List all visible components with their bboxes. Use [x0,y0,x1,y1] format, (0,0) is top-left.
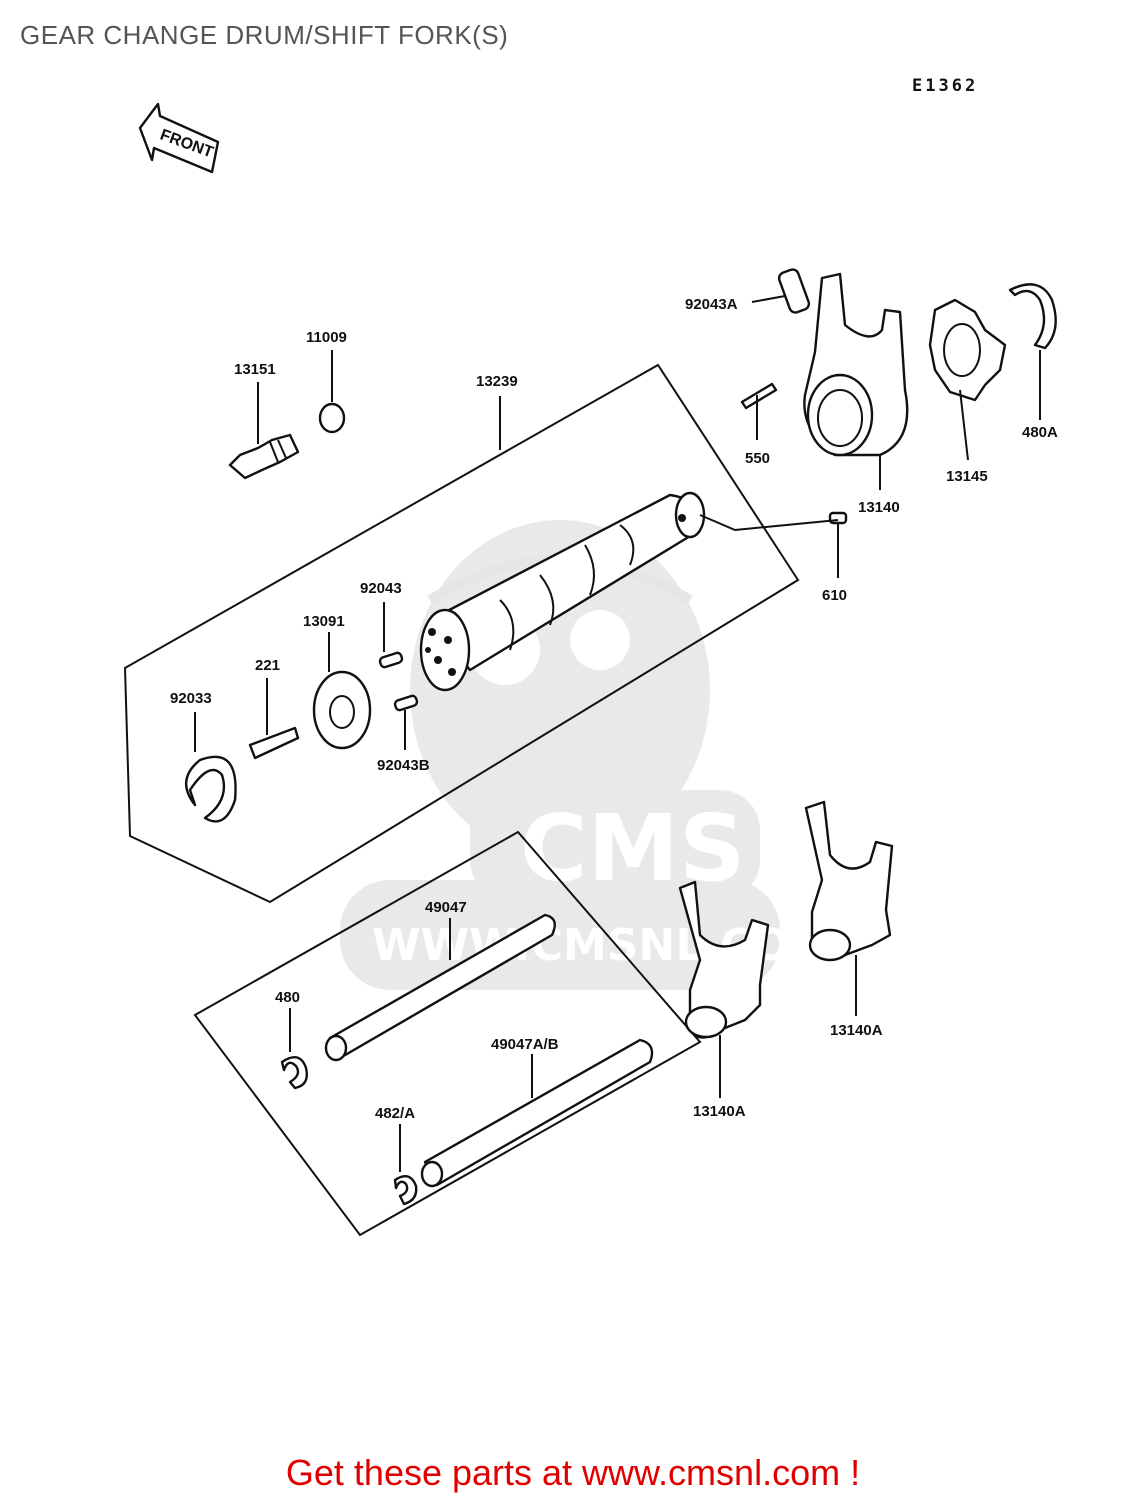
callout-92033: 92033 [170,690,212,707]
callout-11009: 11009 [306,329,347,346]
callout-92043A: 92043A [685,296,738,313]
shift-fork-13140 [803,272,909,457]
callout-13151: 13151 [234,361,276,378]
shaft-49047 [324,913,556,1062]
circlip-480 [280,1056,309,1090]
shift-fork-13140A-left [678,880,770,1039]
callout-13091: 13091 [303,613,345,630]
circlip-92033 [185,755,237,823]
callout-482A: 482/A [375,1105,415,1122]
callout-92043: 92043 [360,580,402,597]
clip-482A [393,1174,418,1206]
callout-480A: 480A [1022,424,1058,441]
gear-change-drum [419,491,706,692]
callout-13145: 13145 [946,468,988,485]
callout-13140A-right: 13140A [830,1022,883,1039]
page-title: GEAR CHANGE DRUM/SHIFT FORK(S) [20,20,509,50]
holder-plate [312,670,372,750]
screw-221 [248,726,300,760]
callout-480: 480 [275,989,300,1006]
callout-13140A-left: 13140A [693,1103,746,1120]
drum-assembly-outline [123,363,800,904]
neutral-switch [228,433,300,480]
leader-lines [194,295,1041,1172]
diagram-code: E1362 [912,76,979,96]
pin-92043B [393,694,419,712]
shaft-assembly-outline [193,830,702,1237]
circlip-480A [1008,283,1057,350]
shaft-49047AB [420,1038,654,1188]
callout-92043B: 92043B [377,757,430,774]
pin-92043A [777,268,811,314]
washer-11009 [318,402,346,434]
stopper-13145 [928,298,1007,402]
shift-fork-13140A-right [804,800,894,962]
front-arrow-icon: FRONT [138,102,220,174]
callout-49047: 49047 [425,899,467,916]
cotter-pin-550 [740,382,778,410]
callout-13239: 13239 [476,373,518,390]
callout-49047AB: 49047A/B [491,1036,559,1053]
callout-221: 221 [255,657,280,674]
watermark-brand: CMS [520,795,745,902]
callout-550: 550 [745,450,770,467]
promo-link[interactable]: Get these parts at www.cmsnl.com ! [285,1452,861,1493]
pin-92043 [378,651,404,669]
callout-13140: 13140 [858,499,900,516]
callout-610: 610 [822,587,847,604]
